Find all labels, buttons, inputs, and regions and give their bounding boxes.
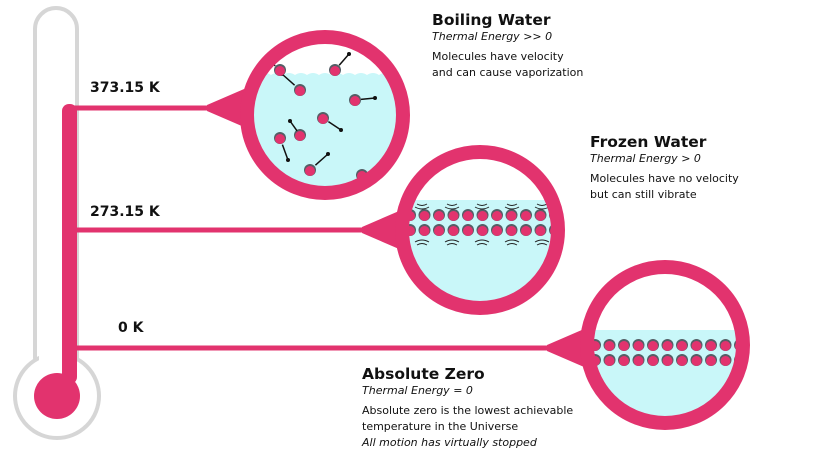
vibration-mark <box>536 243 548 246</box>
vibration-mark <box>506 243 518 246</box>
boiling-desc-line: and can cause vaporization <box>432 66 584 79</box>
frozen-desc-line: but can still vibrate <box>590 188 697 201</box>
circle-border <box>580 260 750 430</box>
boiling-description: Boiling Water Thermal Energy >> 0 Molecu… <box>432 11 583 81</box>
boiling-circle <box>240 30 410 200</box>
velocity-arrow <box>338 53 350 66</box>
vibration-mark <box>506 203 518 206</box>
temp-label-frozen: 273.15 K <box>90 204 160 220</box>
vibration-mark <box>476 243 488 246</box>
zero-desc-line: temperature in the Universe <box>362 420 519 433</box>
temp-label-zero: 0 K <box>118 320 144 336</box>
zero-note: All motion has virtually stopped <box>362 436 537 449</box>
mercury-bulb <box>34 373 80 419</box>
vibration-mark <box>536 203 548 206</box>
zero-circle <box>580 260 750 430</box>
frozen-circle <box>395 145 565 315</box>
vibration-mark <box>446 203 458 206</box>
mercury-column <box>62 104 77 384</box>
velocity-arrow <box>281 73 296 86</box>
velocity-arrow <box>327 120 342 131</box>
vibration-mark <box>446 243 458 246</box>
temp-label-boiling: 373.15 K <box>90 80 160 96</box>
zero-desc-line: Absolute zero is the lowest achievable <box>362 404 574 417</box>
vibration-mark <box>416 243 428 246</box>
velocity-arrow <box>289 120 298 132</box>
circle-border <box>395 145 565 315</box>
zero-description: Absolute Zero Thermal Energy = 0 Absolut… <box>362 365 573 451</box>
frozen-desc-line: Molecules have no velocity <box>590 172 739 185</box>
thermometer <box>13 6 101 440</box>
velocity-arrow <box>281 144 289 161</box>
pointer <box>207 86 251 130</box>
vibration-mark <box>416 203 428 206</box>
zero-energy: Thermal Energy = 0 <box>362 384 473 397</box>
connectors <box>70 86 591 370</box>
frozen-description: Frozen Water Thermal Energy > 0 Molecule… <box>590 133 739 203</box>
boiling-title: Boiling Water <box>432 11 551 29</box>
frozen-title: Frozen Water <box>590 133 707 151</box>
circle-border <box>240 30 410 200</box>
velocity-arrow <box>314 153 329 166</box>
pointer <box>362 208 406 252</box>
zero-title: Absolute Zero <box>362 365 485 383</box>
magnifier-circles <box>240 30 750 430</box>
pointer <box>547 326 591 370</box>
frozen-energy: Thermal Energy > 0 <box>590 152 701 165</box>
water <box>247 73 403 193</box>
boiling-energy: Thermal Energy >> 0 <box>432 30 553 43</box>
boiling-desc-line: Molecules have velocity <box>432 50 564 63</box>
velocity-arrow <box>360 97 376 101</box>
vibration-mark <box>476 203 488 206</box>
